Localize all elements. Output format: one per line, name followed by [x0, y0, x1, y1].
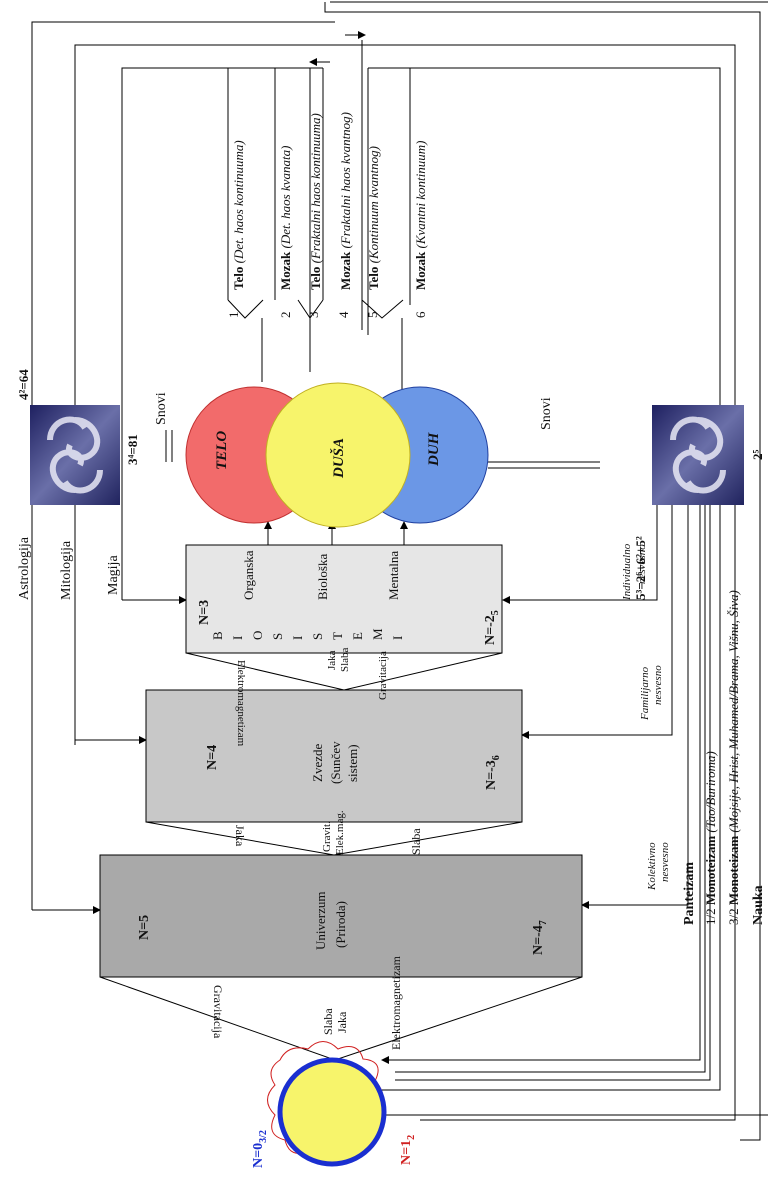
zvezde-force-elek: Elek.mag. — [334, 810, 346, 855]
bio-mentalna: Mentalna — [386, 551, 401, 600]
univerzum-n-left: N=5 — [137, 915, 152, 940]
circle-dusa — [265, 382, 411, 528]
zvezde-force-slaba: Slaba — [409, 828, 423, 855]
box-zvezde — [145, 689, 523, 823]
brain-item-1: Telo (Det. haos kontinuuma) — [231, 140, 246, 290]
bio-letter: B — [210, 631, 225, 640]
box-biosistemi — [185, 544, 503, 654]
zvezde-line1: Zvezde — [310, 744, 325, 782]
label-panteizam: Panteizam — [682, 862, 697, 925]
univerzum-triangle — [99, 976, 583, 1061]
brain-item-5: Telo (Kontinuum kvantnog) — [366, 146, 381, 290]
brain-item-number-2: 2 — [278, 312, 293, 319]
univ-force-grav: Gravitacija — [211, 985, 225, 1039]
tile-top — [30, 405, 120, 505]
bio-letter: S — [310, 633, 325, 640]
brain-item-number-5: 5 — [365, 312, 380, 319]
univ-force-slaba: Slaba — [321, 1008, 335, 1035]
zvezde-force-grav: Gravit. — [321, 821, 333, 852]
bio-letter: M — [370, 628, 385, 640]
univerzum-n-right: N=-47 — [531, 920, 549, 955]
label-eq-top-b: 3⁴=81 — [125, 434, 140, 465]
brain-items: Telo (Det. haos kontinuuma) 1 Mozak (Det. … — [226, 112, 428, 318]
connector-lines — [31, 1, 768, 1141]
snovi-arrows — [165, 430, 600, 469]
venn-diagram: TELO DUŠA DUH — [185, 382, 489, 528]
zvezde-line3: sistem) — [345, 744, 360, 782]
box-univerzum — [99, 854, 583, 978]
sphere — [267, 1041, 387, 1167]
zvezde-triangle — [145, 821, 523, 856]
label-snovi-bottom: Snovi — [539, 397, 554, 430]
bio-n-right: N=-25 — [483, 610, 501, 645]
box-univerzum-texts: N=5 N=-47 Univerzum (Priroda) — [137, 892, 549, 955]
box-zvezde-texts: N=4 N=-36 Zvezde (Sunčev sistem) — [205, 741, 502, 790]
label-kolektivno-1: Kolektivno — [646, 842, 658, 891]
zvezde-n-right: N=-36 — [484, 755, 502, 790]
brain-item-number-1: 1 — [226, 312, 241, 319]
bio-bioloska: Biološka — [315, 554, 330, 600]
univ-force-jaka: Jaka — [335, 1011, 349, 1033]
rotated-labels: Astrologija Mitologija Magija 4²=64 3⁴=8… — [16, 369, 766, 1168]
univ-force-em: Elektromagnetizam — [389, 955, 403, 1050]
brain-item-number-4: 4 — [336, 311, 351, 318]
label-astrologija: Astrologija — [17, 536, 32, 600]
brain-item-2: Mozak (Det. haos kvanata) — [278, 146, 293, 290]
bio-organska: Organska — [241, 550, 256, 600]
brain-item-3: Telo (Fraktalni haos kontinuuma) — [308, 113, 323, 290]
univerzum-line1: Univerzum — [313, 892, 328, 950]
label-individualno-2: nesvesno — [636, 544, 648, 584]
box-bio-texts: N=3 N=-25 Organska Biološka Mentalna B I O… — [197, 550, 501, 645]
bio-letter: O — [250, 631, 265, 640]
label-individualno-1: Individualno — [621, 543, 633, 601]
label-n-one: N=12 — [399, 1135, 417, 1165]
label-monoteizam-1: 1/2 Monoteizam (Tao/Buriroma) — [703, 751, 718, 925]
label-n-zero: N=03/2 — [251, 1130, 269, 1168]
label-magija: Magija — [106, 555, 121, 595]
label-eq-bottom-b: 2⁵ — [750, 450, 765, 461]
label-monoteizam-2: 3/2 Monoteizam (Mojsije, Hrist, Muhamed/… — [726, 590, 741, 925]
label-familijarno-2: nesvesno — [652, 665, 664, 705]
bio-force-grav: Gravitacija — [377, 651, 389, 700]
label-familijarno-1: Familijarno — [639, 666, 651, 721]
brain-item-4: Mozak (Fraktalni haos kvantnog) — [338, 112, 353, 290]
zvezde-line2: (Sunčev — [328, 741, 343, 784]
label-eq-bottom-a: 5³=2⁶+6²+5² — [633, 536, 648, 600]
bio-letter: I — [290, 636, 305, 640]
brain-item-number-3: 3 — [306, 312, 321, 319]
bio-letter: I — [390, 636, 405, 640]
label-dusa: DUŠA — [330, 438, 347, 479]
label-eq-top-a: 4²=64 — [16, 369, 31, 400]
label-mitologija: Mitologija — [59, 540, 74, 600]
univerzum-line2: (Priroda) — [333, 901, 348, 948]
label-telo: TELO — [214, 431, 230, 470]
label-kolektivno-2: nesvesno — [659, 842, 671, 882]
bio-triangle — [185, 652, 503, 691]
bio-n-left: N=3 — [197, 600, 212, 625]
bio-letter: E — [350, 632, 365, 640]
brain-item-6: Mozak (Kvantni kontinuum) — [413, 141, 428, 291]
label-nauka: Nauka — [751, 885, 766, 925]
bio-force-slaba: Slaba — [339, 647, 351, 672]
force-labels: Elektromagnetizam Jaka Slaba Gravitacija… — [211, 647, 423, 1050]
bio-force-em: Elektromagnetizam — [235, 660, 247, 747]
label-duh: DUH — [426, 431, 442, 467]
brain-item-number-6: 6 — [413, 311, 428, 318]
zvezde-force-jaka: Jaka — [233, 825, 247, 847]
tile-bottom — [652, 405, 744, 505]
zvezde-n-left: N=4 — [205, 745, 220, 770]
bio-letter: T — [330, 632, 345, 640]
bio-letter: I — [230, 636, 245, 640]
label-snovi-top: Snovi — [154, 392, 169, 425]
bio-letter: S — [270, 633, 285, 640]
bio-force-jaka: Jaka — [326, 650, 338, 670]
